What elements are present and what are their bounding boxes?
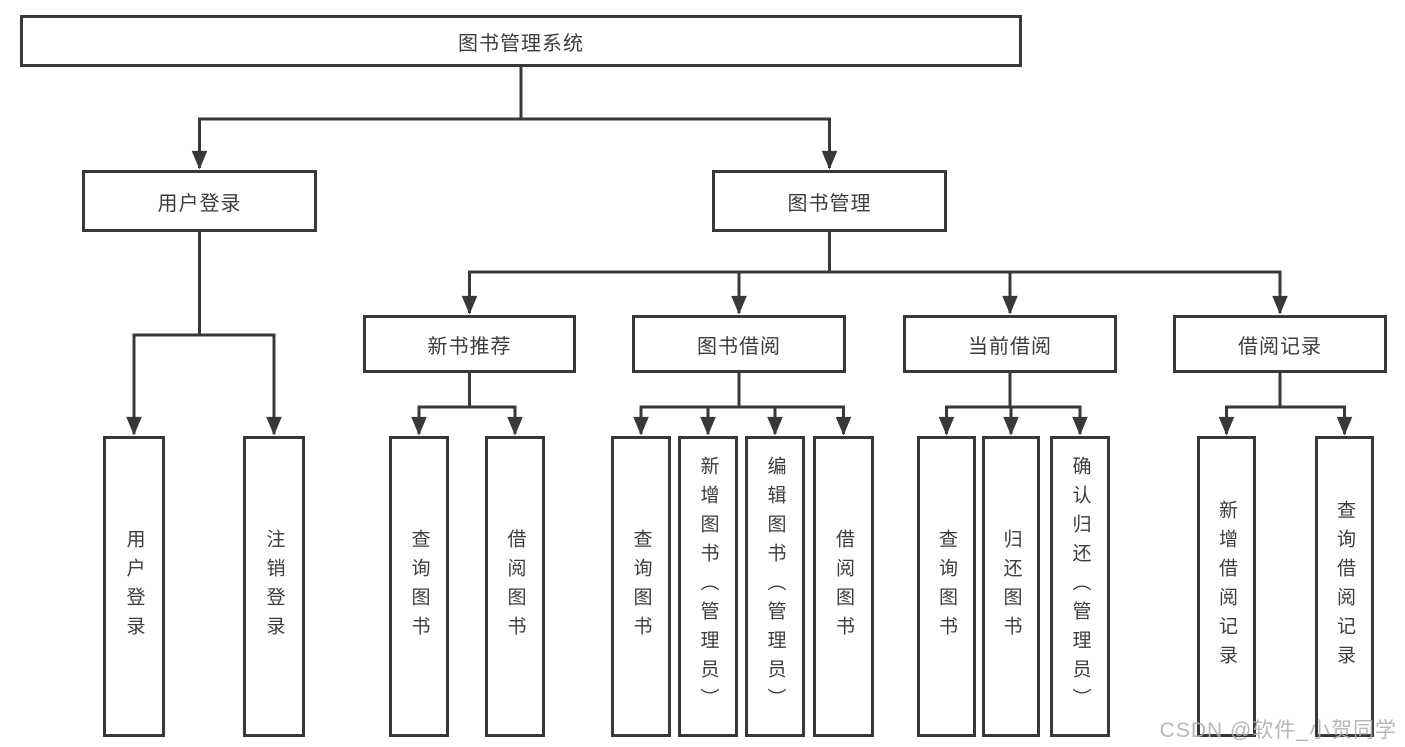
node-new-book-recommend-label: 新书推荐 bbox=[427, 335, 512, 358]
leaf-logout: 注销登录 bbox=[243, 436, 305, 737]
leaf-recommend-borrow-books-label: 借阅图书 bbox=[504, 528, 526, 645]
leaf-edit-books-admin-label: 编辑图书（管理员） bbox=[764, 456, 786, 717]
node-library-system-label: 图书管理系统 bbox=[458, 32, 584, 55]
leaf-current-query-books: 查询图书 bbox=[917, 436, 976, 737]
node-book-management-label: 图书管理 bbox=[787, 192, 872, 215]
leaf-recommend-borrow-books: 借阅图书 bbox=[485, 436, 545, 737]
leaf-user-login-label: 用户登录 bbox=[123, 528, 145, 645]
node-current-borrow: 当前借阅 bbox=[903, 315, 1117, 373]
leaf-borrow-books-label: 借阅图书 bbox=[833, 528, 854, 645]
node-book-borrow-label: 图书借阅 bbox=[697, 335, 781, 358]
node-borrow-records: 借阅记录 bbox=[1173, 315, 1387, 373]
leaf-borrow-query-books-label: 查询图书 bbox=[630, 528, 652, 645]
leaf-add-books-admin-label: 新增图书（管理员） bbox=[697, 456, 719, 717]
leaf-add-borrow-record-label: 新增借阅记录 bbox=[1216, 499, 1237, 674]
leaf-borrow-query-books: 查询图书 bbox=[611, 436, 671, 737]
leaf-return-books-label: 归还图书 bbox=[1000, 528, 1022, 645]
node-new-book-recommend: 新书推荐 bbox=[363, 315, 576, 373]
leaf-borrow-books: 借阅图书 bbox=[813, 436, 874, 737]
leaf-recommend-query-books: 查询图书 bbox=[389, 436, 449, 737]
csdn-watermark: CSDN @软件_小贺同学 bbox=[1159, 719, 1397, 742]
node-current-borrow-label: 当前借阅 bbox=[968, 335, 1052, 358]
leaf-user-login: 用户登录 bbox=[103, 436, 165, 737]
node-book-management: 图书管理 bbox=[712, 170, 947, 232]
leaf-edit-books-admin: 编辑图书（管理员） bbox=[745, 436, 805, 737]
leaf-confirm-return-admin-label: 确认归还（管理员） bbox=[1069, 456, 1091, 717]
leaf-return-books: 归还图书 bbox=[982, 436, 1040, 737]
leaf-recommend-query-books-label: 查询图书 bbox=[408, 528, 430, 645]
leaf-add-borrow-record: 新增借阅记录 bbox=[1197, 436, 1256, 737]
leaf-confirm-return-admin: 确认归还（管理员） bbox=[1050, 436, 1110, 737]
node-book-borrow: 图书借阅 bbox=[632, 315, 846, 373]
node-user-login: 用户登录 bbox=[82, 170, 317, 232]
leaf-query-borrow-record-label: 查询借阅记录 bbox=[1334, 499, 1355, 674]
leaf-current-query-books-label: 查询图书 bbox=[936, 528, 957, 645]
leaf-query-borrow-record: 查询借阅记录 bbox=[1315, 436, 1374, 737]
node-user-login-label: 用户登录 bbox=[157, 192, 242, 215]
leaf-add-books-admin: 新增图书（管理员） bbox=[678, 436, 738, 737]
leaf-logout-label: 注销登录 bbox=[263, 528, 285, 645]
node-library-system: 图书管理系统 bbox=[20, 15, 1022, 67]
node-borrow-records-label: 借阅记录 bbox=[1238, 335, 1322, 358]
